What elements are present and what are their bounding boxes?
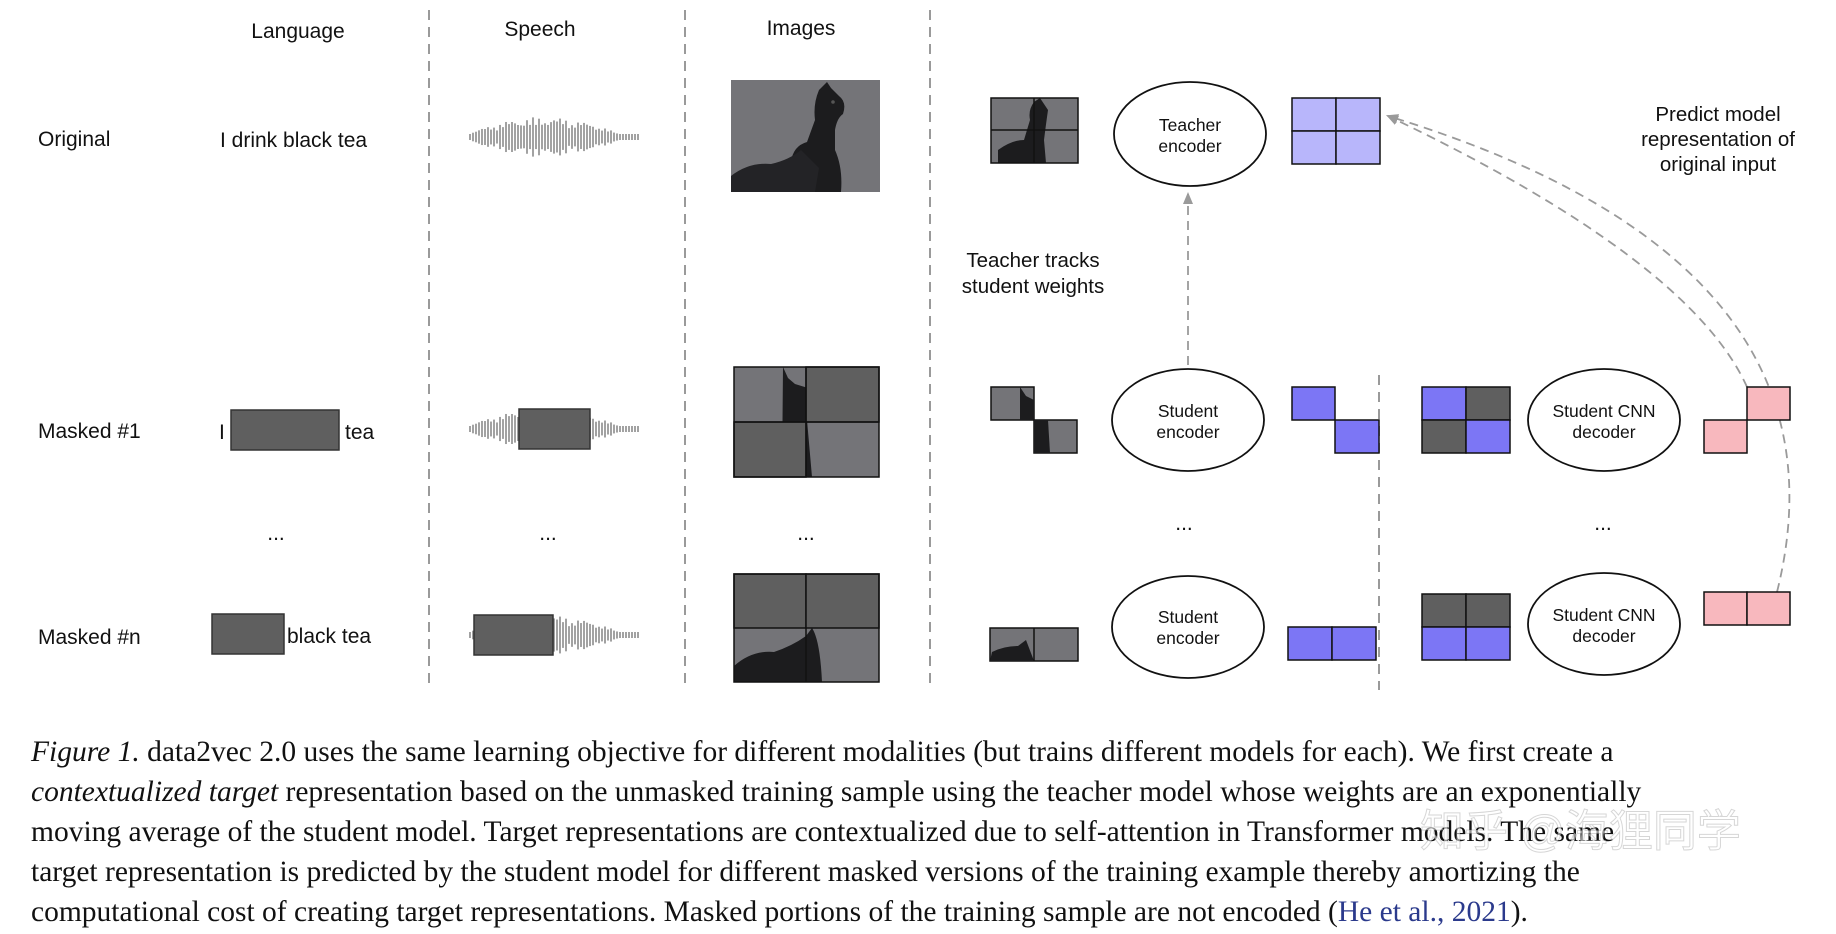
- language-masked1-mask: [230, 409, 340, 451]
- speech-maskedn-mask: [473, 614, 554, 656]
- language-masked1-prefix: I: [219, 421, 225, 444]
- predict-label-line3: original input: [1660, 153, 1777, 176]
- student-encoder-n-line1: Student: [1158, 607, 1218, 627]
- figure-caption: Figure 1. data2vec 2.0 uses the same lea…: [31, 732, 1811, 932]
- student-cnn-decoder-1: [1527, 368, 1681, 472]
- caption-line-1-text: data2vec 2.0 uses the same learning obje…: [139, 736, 1614, 768]
- decoder1-input: [1421, 386, 1511, 454]
- decoder-ellipsis: ...: [1594, 512, 1612, 535]
- teacher-encoder: [1113, 81, 1267, 187]
- row-label-masked-1: Masked #1: [38, 420, 141, 443]
- teacher-tracks-line2: student weights: [962, 275, 1104, 298]
- student-encoder-n: [1111, 575, 1265, 679]
- speech-masked1-mask: [518, 408, 591, 450]
- row-label-original: Original: [38, 128, 110, 151]
- watermark: 知乎 @海狸同学: [1420, 807, 1741, 857]
- language-maskedn-mask: [211, 613, 285, 655]
- caption-line-4: target representation is predicted by th…: [31, 856, 1580, 888]
- header-images: Images: [767, 17, 836, 40]
- teacher-target-representation: [1291, 97, 1381, 165]
- header-speech: Speech: [504, 18, 575, 41]
- caption-italic-term: contextualized target: [31, 776, 279, 808]
- images-ellipsis: ...: [797, 522, 815, 545]
- caption-line-5: computational cost of creating target re…: [31, 892, 1811, 932]
- header-language: Language: [251, 20, 344, 43]
- language-maskedn-suffix: black tea: [287, 625, 371, 648]
- caption-line-3: moving average of the student model. Tar…: [31, 816, 1615, 848]
- teacher-input-patches: [990, 97, 1079, 164]
- student-cnn-decoder-n: [1527, 572, 1681, 676]
- row-label-masked-n: Masked #n: [38, 626, 141, 649]
- language-original-text: I drink black tea: [220, 129, 367, 152]
- figure-diagram: Language Speech Images Original Masked #…: [38, 10, 1795, 690]
- caption-line-5-end: ).: [1510, 896, 1528, 928]
- svg-text:知乎 @海狸同学: 知乎 @海狸同学: [1420, 807, 1741, 856]
- student1-representation: [1291, 386, 1380, 454]
- student-encoder-1-line2: encoder: [1156, 422, 1219, 442]
- citation-link[interactable]: He et al., 2021: [1337, 896, 1511, 928]
- decoder1-output: [1703, 386, 1791, 454]
- student-encoder-1: [1111, 368, 1265, 472]
- student-cnn-decoder-1-line1: Student CNN: [1552, 401, 1655, 421]
- student-cnn-decoder-n-line2: decoder: [1572, 626, 1635, 646]
- teacher-tracks-line1: Teacher tracks: [966, 249, 1099, 272]
- dashed-arrows: [1183, 114, 1791, 593]
- decodern-input: [1421, 593, 1511, 661]
- caption-line-5-text: computational cost of creating target re…: [31, 896, 1338, 928]
- student-encoder-1-line1: Student: [1158, 401, 1218, 421]
- caption-line-1: Figure 1. data2vec 2.0 uses the same lea…: [31, 732, 1811, 772]
- dog-image-masked-n: [733, 573, 880, 683]
- speech-ellipsis: ...: [539, 522, 557, 545]
- dog-image-original: [731, 80, 880, 192]
- predict-label-line1: Predict model: [1655, 103, 1780, 126]
- student1-input-patches: [990, 386, 1078, 454]
- teacher-encoder-line2: encoder: [1158, 136, 1221, 156]
- student-cnn-decoder-n-line1: Student CNN: [1552, 605, 1655, 625]
- studentn-representation: [1287, 626, 1377, 661]
- language-masked1-suffix: tea: [345, 421, 375, 444]
- decodern-output: [1703, 591, 1791, 626]
- language-ellipsis: ...: [267, 522, 285, 545]
- predict-label-line2: representation of: [1641, 128, 1795, 151]
- speech-waveform-original: [469, 117, 639, 157]
- studentn-input-patches: [989, 627, 1079, 662]
- teacher-encoder-line1: Teacher: [1159, 115, 1221, 135]
- student-ellipsis: ...: [1175, 512, 1193, 535]
- caption-line-2: contextualized target representation bas…: [31, 772, 1811, 812]
- dog-image-masked-1: [733, 366, 880, 478]
- student-cnn-decoder-1-line2: decoder: [1572, 422, 1635, 442]
- caption-line-2-text: representation based on the unmasked tra…: [278, 776, 1642, 808]
- student-encoder-n-line2: encoder: [1156, 628, 1219, 648]
- caption-figure-label: Figure 1.: [31, 736, 140, 768]
